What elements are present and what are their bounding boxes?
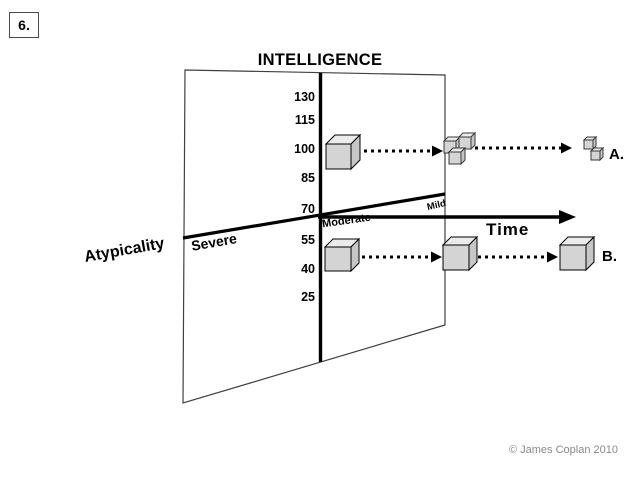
intelligence-axis-title: INTELLIGENCE (257, 51, 383, 69)
trajectory-a-arrow-1 (357, 145, 443, 157)
time-axis-arrow (318, 210, 576, 224)
trajectory-b-arrow-2 (478, 251, 558, 263)
cube-b-1 (323, 237, 361, 273)
trajectory-b-arrow-1 (355, 251, 442, 263)
cube-b-2 (441, 235, 479, 272)
cube-a-large (324, 133, 362, 171)
copyright-credit: © James Coplan 2010 (508, 444, 618, 456)
slide-number: 6. (18, 17, 30, 33)
series-a-label: A. (609, 146, 624, 163)
perspective-plane (182, 69, 446, 404)
trajectory-a-arrow-2 (475, 142, 572, 154)
iq-tick-85: 85 (301, 171, 315, 185)
cube-b-3 (558, 235, 596, 272)
iq-tick-40: 40 (301, 262, 315, 276)
iq-tick-115: 115 (294, 113, 315, 127)
iq-tick-130: 130 (294, 90, 315, 104)
cube-a-cluster-small (442, 131, 477, 166)
iq-tick-70: 70 (301, 202, 315, 216)
iq-tick-100: 100 (294, 142, 315, 156)
time-axis-title: Time (486, 220, 530, 239)
cube-a-pair-tiny (582, 135, 605, 162)
iq-tick-25: 25 (301, 290, 315, 304)
series-b-label: B. (602, 248, 617, 265)
iq-tick-55: 55 (301, 233, 315, 247)
slide-number-box: 6. (9, 12, 39, 38)
atypicality-axis-line (182, 192, 446, 240)
